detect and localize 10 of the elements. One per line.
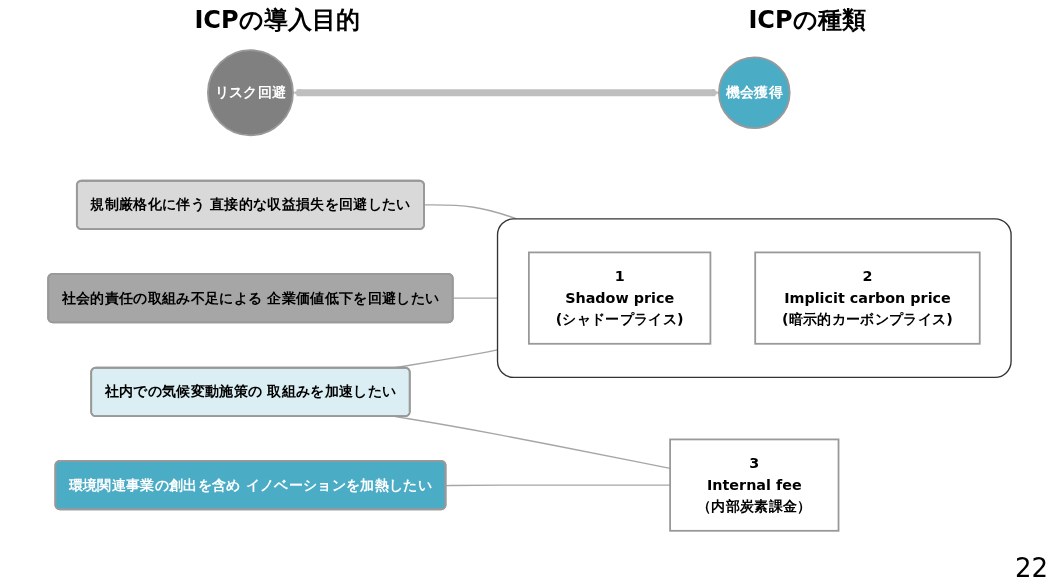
arrow: [293, 88, 720, 97]
cluster: [497, 217, 1013, 378]
section-heading: ICPの種類: [748, 5, 866, 36]
node-circle: リスク回避: [207, 48, 295, 136]
node-box: 1 Shadow price (シャドープライス): [528, 251, 712, 345]
node-circle: 機会獲得: [718, 55, 791, 129]
section-heading: ICPの導入目的: [194, 5, 360, 36]
node-box: 2 Implicit carbon price (暗示的カーボンプライス): [754, 251, 981, 345]
node-box: 3 Internal fee （内部炭素課金）: [669, 438, 840, 532]
page-number: 22: [1014, 553, 1048, 583]
